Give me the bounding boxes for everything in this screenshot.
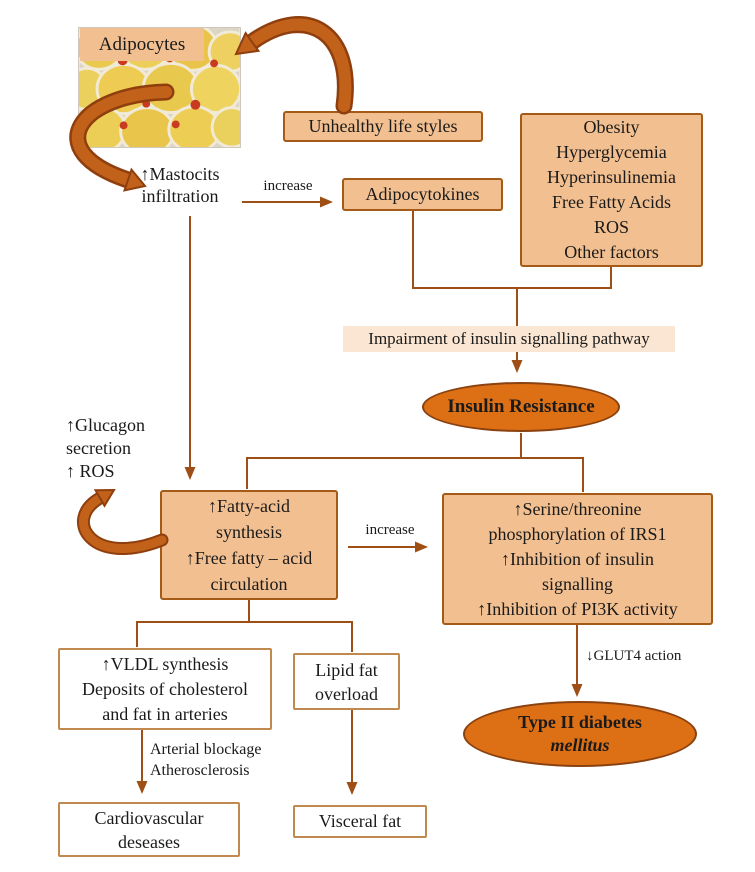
fatty-line-3: ↑Free fatty – acid	[185, 548, 313, 568]
serine-line-3: ↑Inhibition of insulin	[501, 548, 654, 569]
adipocytes-label-text: Adipocytes	[98, 33, 186, 55]
fatty-acid-box: ↑Fatty-acid synthesis ↑Free fatty – acid…	[160, 490, 338, 600]
cardio-line-2: deseases	[118, 831, 180, 852]
glucagon-line-2: secretion	[66, 438, 131, 458]
serine-box: ↑Serine/threonine phosphorylation of IRS…	[442, 493, 713, 625]
increase-mid-label: increase	[350, 522, 430, 539]
glucagon-ros-text: ↑Glucagon secretion ↑ ROS	[66, 414, 182, 483]
fatty-line-2: synthesis	[215, 522, 282, 542]
impairment-text: Impairment of insulin signalling pathway	[368, 329, 650, 348]
visceral-text: Visceral fat	[318, 811, 402, 831]
curved-arrow-unhealthy-to-adipocytes	[246, 18, 352, 112]
diabetes-ellipse: Type II diabetes mellitus	[463, 701, 697, 767]
fatty-line-4: circulation	[210, 574, 288, 594]
factor-hyperinsulinemia: Hyperinsulinemia	[547, 167, 676, 187]
curved-arrow-unhealthy-to-adipocytes-outline	[243, 16, 354, 115]
lipid-line-2: overload	[315, 683, 378, 704]
factors-box: Obesity Hyperglycemia Hyperinsulinemia F…	[520, 113, 703, 267]
vldl-box: ↑VLDL synthesis Deposits of cholesterol …	[58, 648, 272, 730]
factor-free-fatty-acids: Free Fatty Acids	[552, 192, 671, 212]
glucagon-line-3: ↑ ROS	[66, 461, 115, 481]
mastocits-line-1: ↑Mastocits	[140, 164, 220, 184]
curved-arrow-fatty-to-glucagon	[78, 493, 167, 554]
serine-line-1: ↑Serine/threonine	[513, 498, 642, 519]
diabetes-line-1: Type II diabetes	[518, 712, 642, 732]
insulin-resistance-ellipse: Insulin Resistance	[422, 382, 620, 432]
insulin-resistance-text: Insulin Resistance	[447, 396, 595, 417]
arterial-line-2: Atherosclerosis	[150, 762, 250, 779]
increase-top-text: increase	[263, 178, 313, 194]
adipocytokines-box: Adipocytokines	[342, 178, 503, 211]
factor-ros: ROS	[593, 217, 629, 237]
impairment-band: Impairment of insulin signalling pathway	[343, 326, 675, 352]
glut4-label: ↓GLUT4 action	[586, 648, 696, 665]
vldl-line-3: and fat in arteries	[102, 703, 228, 724]
arterial-blockage-text: Arterial blockage Atherosclerosis	[150, 739, 290, 781]
mastocits-infiltration-text: ↑Mastocits infiltration	[118, 163, 242, 207]
factor-obesity: Obesity	[583, 117, 640, 137]
factor-other: Other factors	[564, 242, 659, 262]
glut4-text: ↓GLUT4 action	[586, 648, 682, 664]
adipocytes-label: Adipocytes	[80, 28, 204, 61]
fatty-line-1: ↑Fatty-acid	[208, 496, 290, 516]
lipid-line-1: Lipid fat	[315, 659, 378, 680]
increase-mid-text: increase	[365, 522, 415, 538]
curved-arrowhead-glucagon	[93, 488, 116, 508]
adipocytokines-text: Adipocytokines	[365, 184, 480, 204]
serine-line-5: ↑Inhibition of PI3K activity	[477, 598, 678, 619]
mastocits-line-2: infiltration	[141, 186, 219, 206]
cardio-line-1: Cardiovascular	[94, 807, 204, 828]
factor-hyperglycemia: Hyperglycemia	[556, 142, 667, 162]
unhealthy-lifestyles-box: Unhealthy life styles	[283, 111, 483, 142]
visceral-fat-box: Visceral fat	[293, 805, 427, 838]
glucagon-line-1: ↑Glucagon	[66, 415, 145, 435]
vldl-line-1: ↑VLDL synthesis	[101, 653, 229, 674]
diabetes-line-2: mellitus	[550, 735, 610, 755]
cardiovascular-box: Cardiovascular deseases	[58, 802, 240, 857]
vldl-line-2: Deposits of cholesterol	[82, 678, 248, 699]
arterial-line-1: Arterial blockage	[150, 741, 262, 758]
serine-line-4: signalling	[542, 573, 613, 594]
increase-top-label: increase	[242, 178, 334, 195]
curved-arrow-fatty-to-glucagon-outline	[76, 491, 169, 556]
lipid-overload-box: Lipid fat overload	[293, 653, 400, 710]
unhealthy-lifestyles-text: Unhealthy life styles	[308, 116, 458, 136]
serine-line-2: phosphorylation of IRS1	[488, 523, 667, 544]
